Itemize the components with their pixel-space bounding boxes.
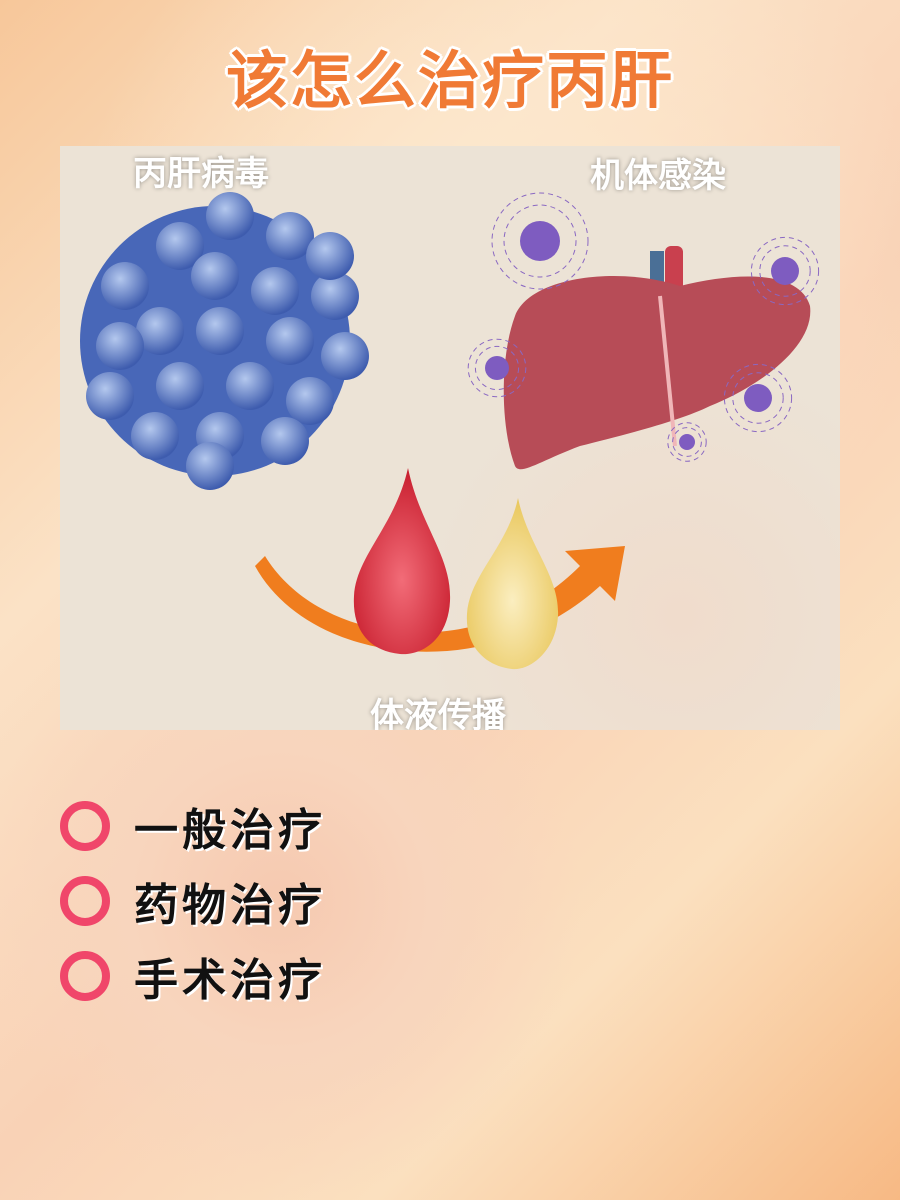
virus-capsomere [101, 262, 149, 310]
pathogen-aura [672, 427, 702, 457]
fluid-drop-icon [466, 498, 559, 670]
pathogen-aura [750, 236, 820, 306]
treatment-list: 一般治疗 药物治疗 手术治疗 [60, 788, 326, 1013]
pathogen [771, 257, 799, 285]
pathogen [520, 221, 560, 261]
liver-icon [503, 246, 811, 470]
treatment-label: 手术治疗 [134, 954, 326, 1006]
pathogen-aura [491, 192, 589, 290]
virus-capsomere [226, 362, 274, 410]
virus-capsomere [261, 417, 309, 465]
list-item: 手术治疗 [60, 938, 326, 1013]
pathogen-aura [474, 345, 520, 391]
virus-capsomere [156, 362, 204, 410]
virus-capsomere [266, 317, 314, 365]
pathogen-aura [667, 422, 707, 462]
virus-capsomere [96, 322, 144, 370]
illustration-graphics [80, 192, 820, 670]
pathogen [679, 434, 695, 450]
list-item: 药物治疗 [60, 863, 326, 938]
virus-capsomere [136, 307, 184, 355]
virus-capsomere [131, 412, 179, 460]
virus-capsomere [251, 267, 299, 315]
transmission-label: 体液传播 [370, 696, 506, 730]
pathogen-aura [503, 204, 577, 278]
virus-capsomere [321, 332, 369, 380]
blood-drop-icon [353, 468, 451, 655]
virus-capsomere [86, 372, 134, 420]
pathogen-aura [732, 372, 784, 424]
virus-icon [80, 192, 369, 490]
virus-capsomere [286, 377, 334, 425]
virus-capsomere [186, 442, 234, 490]
bullet-ring-icon [60, 950, 110, 1001]
virus-capsomere [191, 252, 239, 300]
virus-capsomere [266, 212, 314, 260]
pathogen-aura [467, 338, 527, 398]
list-item: 一般治疗 [60, 788, 326, 863]
pathogen-aura [759, 245, 811, 297]
virus-capsomere [311, 272, 359, 320]
pathogen-aura [723, 363, 793, 433]
virus-capsomere [156, 222, 204, 270]
infection-label: 机体感染 [590, 156, 726, 196]
virus-label: 丙肝病毒 [133, 154, 269, 194]
pathogen [744, 384, 772, 412]
pathogen-icons [467, 192, 820, 462]
virus-capsomere [306, 232, 354, 280]
bullet-ring-icon [60, 875, 110, 926]
virus-capsomere [196, 307, 244, 355]
virus-capsomere [206, 192, 254, 240]
pathogen [485, 356, 509, 380]
treatment-label: 药物治疗 [134, 879, 326, 931]
hepatitis-c-illustration: 丙肝病毒 机体感染 体液传播 [60, 146, 840, 730]
page-title: 该怎么治疗丙肝 [225, 44, 674, 117]
bullet-ring-icon [60, 800, 110, 851]
treatment-label: 一般治疗 [134, 804, 326, 856]
